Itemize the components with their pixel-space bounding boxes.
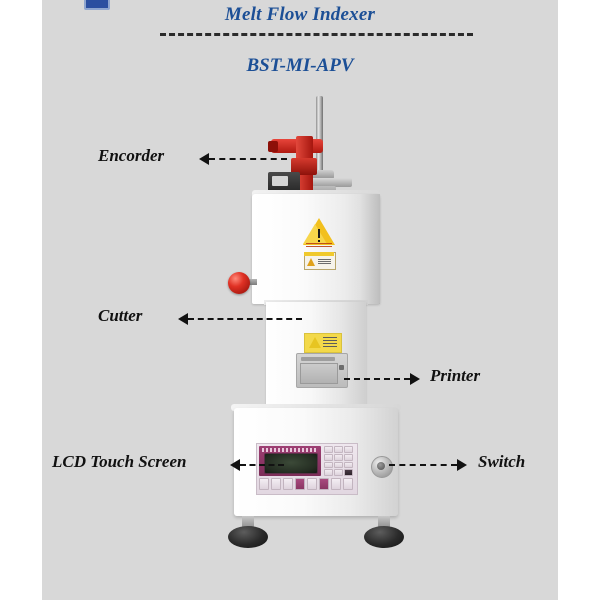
keypad-key[interactable] xyxy=(344,446,353,453)
function-button[interactable] xyxy=(331,478,341,490)
encoder-bracket-lower xyxy=(291,158,317,175)
power-switch-core xyxy=(377,462,385,470)
blue-chip-decoration xyxy=(84,0,110,10)
function-button[interactable] xyxy=(319,478,329,490)
keypad-key[interactable] xyxy=(344,461,353,469)
keypad-key[interactable] xyxy=(344,453,353,461)
keypad-key[interactable] xyxy=(334,461,343,469)
keypad-key[interactable] xyxy=(334,446,343,453)
keypad-enter-key[interactable] xyxy=(344,469,353,476)
callout-arrow-cutter xyxy=(188,318,302,320)
arrow-head-left-icon xyxy=(230,459,240,471)
warning-exclamation-dot xyxy=(318,240,320,242)
furnace-shading xyxy=(360,194,380,304)
cutter-stem xyxy=(245,279,257,285)
callout-label-switch: Switch xyxy=(478,452,526,471)
rod-plate xyxy=(290,178,352,187)
keypad-key[interactable] xyxy=(324,453,333,461)
cutter-knob[interactable] xyxy=(228,272,250,294)
warning-label-bar xyxy=(304,252,334,256)
keypad-key[interactable] xyxy=(324,469,333,476)
rod-collar xyxy=(306,170,334,180)
heating-furnace xyxy=(252,194,380,304)
callout-arrow-lcd xyxy=(240,464,284,466)
encoder-arm-cap xyxy=(268,141,278,152)
keypad-key[interactable] xyxy=(324,461,333,469)
printer-paper-slot xyxy=(301,357,335,361)
function-button[interactable] xyxy=(295,478,305,490)
encoder-box-label xyxy=(272,176,288,186)
cabinet-top-edge xyxy=(231,404,401,411)
printer-faceplate xyxy=(300,363,338,384)
foot-pad xyxy=(364,526,404,548)
warning-triangle-inner xyxy=(303,224,327,244)
callout-label-encorder: Encorder xyxy=(98,146,165,165)
function-button[interactable] xyxy=(307,478,317,490)
callout-label-printer: Printer xyxy=(430,366,481,385)
model-number: BST-MI-APV xyxy=(246,55,354,76)
printer-decal-text xyxy=(323,337,337,347)
keypad-key[interactable] xyxy=(334,469,343,476)
lcd-touch-screen[interactable] xyxy=(264,453,318,474)
function-button[interactable] xyxy=(259,478,269,490)
function-button[interactable] xyxy=(283,478,293,490)
numeric-keypad[interactable] xyxy=(324,446,353,476)
control-panel-header-strip xyxy=(262,448,318,452)
warning-text-block xyxy=(306,243,332,249)
page-title: Melt Flow Indexer xyxy=(224,4,376,25)
keypad-key[interactable] xyxy=(334,453,343,461)
callout-arrow-encorder xyxy=(209,158,287,160)
arrow-head-left-icon xyxy=(178,313,188,325)
title-divider xyxy=(160,33,473,36)
callout-arrow-switch xyxy=(389,464,457,466)
foot-stem xyxy=(378,516,390,528)
keypad-key[interactable] xyxy=(324,446,333,453)
printer-decal-triangle-icon xyxy=(309,337,321,348)
arrow-head-right-icon xyxy=(410,373,420,385)
warning-exclamation-icon xyxy=(318,229,320,238)
function-button[interactable] xyxy=(343,478,353,490)
foot-pad xyxy=(228,526,268,548)
function-button-row[interactable] xyxy=(259,478,353,490)
function-button[interactable] xyxy=(271,478,281,490)
callout-arrow-printer xyxy=(344,378,410,380)
callout-label-lcd-touch-screen: LCD Touch Screen xyxy=(52,452,187,471)
warning-label-text xyxy=(318,259,331,264)
callout-label-cutter: Cutter xyxy=(98,306,143,325)
hot-surface-icon xyxy=(307,258,315,266)
foot-stem xyxy=(242,516,254,528)
arrow-head-left-icon xyxy=(199,153,209,165)
printer-feed-button[interactable] xyxy=(339,365,344,370)
arrow-head-right-icon xyxy=(457,459,467,471)
